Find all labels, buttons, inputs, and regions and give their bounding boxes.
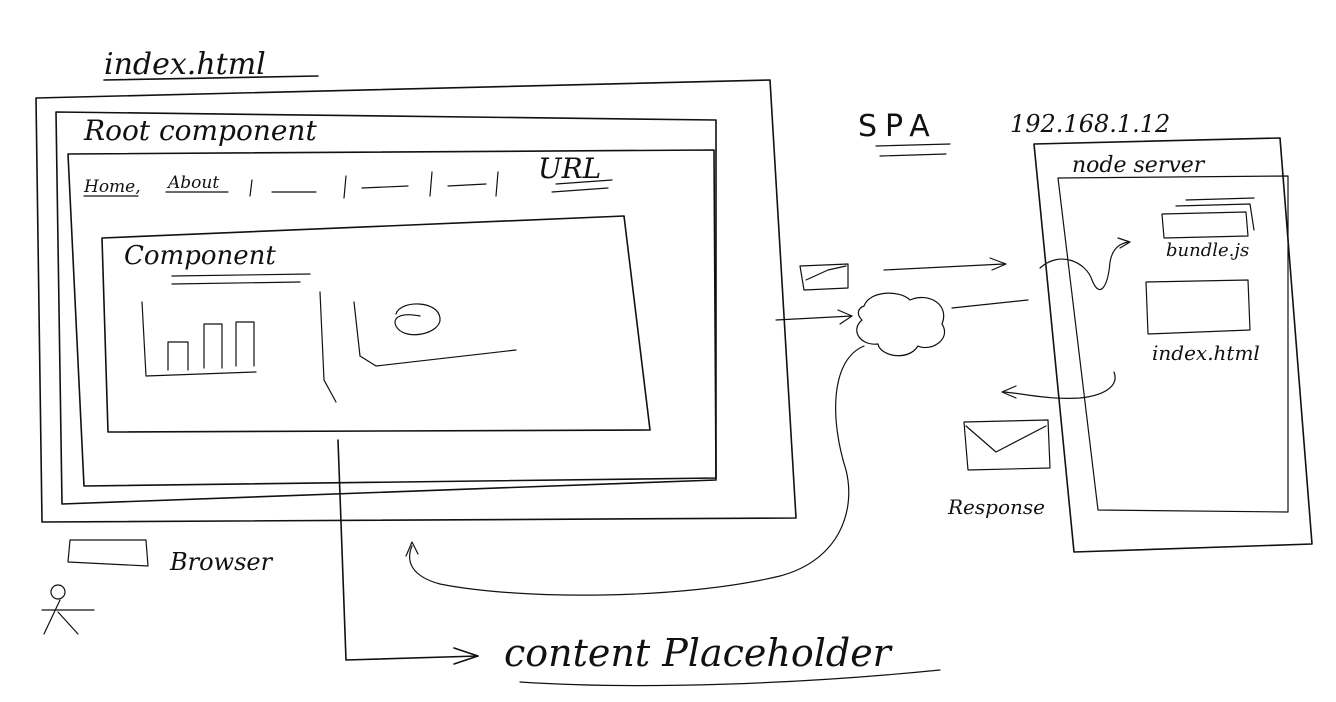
nav-about-link: About [166, 173, 219, 193]
component-label: Component [124, 241, 276, 271]
url-underline-2 [551, 187, 609, 193]
node-server-label: node server [1072, 153, 1206, 178]
browser-label: Browser [169, 548, 274, 576]
root-component-frame [55, 111, 717, 505]
response-label: Response [947, 495, 1045, 519]
browser-to-cloud-arrowhead [837, 309, 853, 325]
browser-to-cloud-arrow [775, 315, 853, 321]
cloud-icon [856, 292, 945, 357]
nav-bar-frame [67, 149, 717, 487]
component-frame [101, 215, 651, 433]
index-html-title: index.html [104, 47, 266, 82]
nav-placeholder-links [249, 171, 499, 199]
index-html-underline [103, 75, 319, 81]
spa-label: SPA [858, 109, 938, 144]
component-underline-2 [171, 281, 301, 285]
bundle-fetch-arrow [1039, 241, 1129, 291]
index-html-file-icon [1145, 279, 1251, 335]
server-response-arrow [1003, 371, 1116, 399]
bundle-js-label: bundle.js [1166, 240, 1249, 261]
ip-address-label: 192.168.1.12 [1010, 110, 1170, 138]
browser-icon [67, 539, 149, 567]
index-html-server-label: index.html [1152, 341, 1260, 365]
content-placeholder-underline [519, 669, 941, 687]
nav-home-link: Home, [83, 177, 141, 197]
url-label: URL [538, 152, 601, 185]
response-envelope-icon [963, 419, 1051, 471]
root-component-label: Root component [83, 114, 317, 147]
server-response-arrowhead [1001, 385, 1017, 399]
response-return-arrow [409, 345, 865, 596]
spa-underline-2 [879, 153, 947, 157]
content-placeholder-arrowhead [453, 647, 479, 665]
url-underline-1 [555, 179, 613, 185]
node-server-frame [1033, 137, 1313, 553]
spa-underline-1 [875, 143, 951, 147]
request-envelope-icon [799, 263, 849, 291]
bar-chart-icon [141, 301, 257, 377]
browser-frame [35, 79, 797, 523]
component-underline-1 [171, 273, 311, 277]
bundle-js-file-icon [1161, 197, 1255, 239]
stick-figure-icon [41, 584, 95, 635]
response-return-arrowhead [405, 541, 419, 557]
cloud-to-server-arrow [951, 299, 1029, 309]
content-placeholder-arrow [337, 439, 479, 661]
cloud-request-arrowhead [989, 257, 1007, 271]
content-placeholder-label: content Placeholder [504, 631, 894, 675]
component-divider [319, 291, 337, 403]
bundle-fetch-arrowhead [1117, 237, 1131, 249]
line-chart-icon [353, 301, 517, 367]
cloud-request-arrow [883, 263, 1005, 271]
